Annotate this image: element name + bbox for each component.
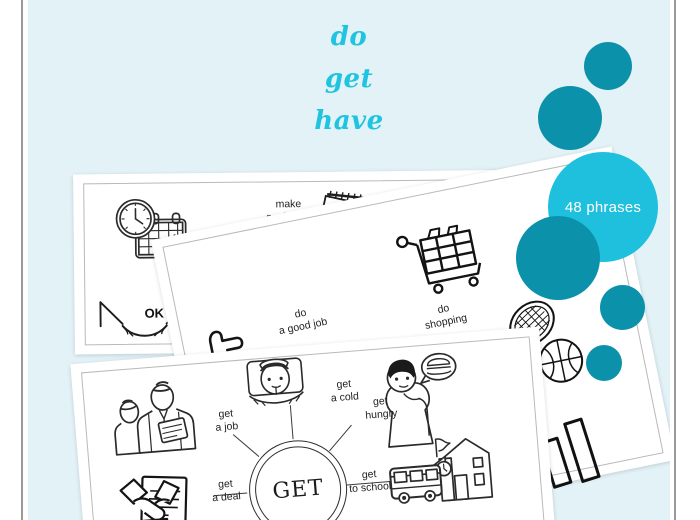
phrase-card-get[interactable]: GET xyxy=(70,326,560,520)
bubble-bottom-small xyxy=(586,345,622,381)
bubble-upper-left xyxy=(538,86,602,150)
shopping-cart-icon xyxy=(392,217,490,301)
label-ok: OK xyxy=(144,305,165,321)
handshake-contract-icon xyxy=(117,468,205,520)
title-word-do: do xyxy=(330,22,368,52)
job-interview-icon xyxy=(112,376,204,461)
label-get-to-school: get to school xyxy=(348,468,392,495)
bubble-right-small xyxy=(600,285,645,330)
page-left-rule xyxy=(21,0,23,520)
page-right-rule xyxy=(674,0,676,520)
get-hub-inner-ring xyxy=(251,443,345,520)
bubble-count-label: 48 phrases xyxy=(564,198,642,216)
hungry-burger-thought-icon xyxy=(371,349,472,452)
sick-in-bed-icon xyxy=(236,351,314,415)
ok-hands-icon xyxy=(96,299,193,350)
school-bus-icon xyxy=(385,426,509,517)
bubble-overlap xyxy=(516,216,600,300)
label-get-hungry: get hungry xyxy=(364,394,398,422)
label-get-a-deal: get a deal xyxy=(211,477,242,504)
slide-canvas: do get have xyxy=(28,0,670,520)
bubble-top xyxy=(584,42,632,90)
